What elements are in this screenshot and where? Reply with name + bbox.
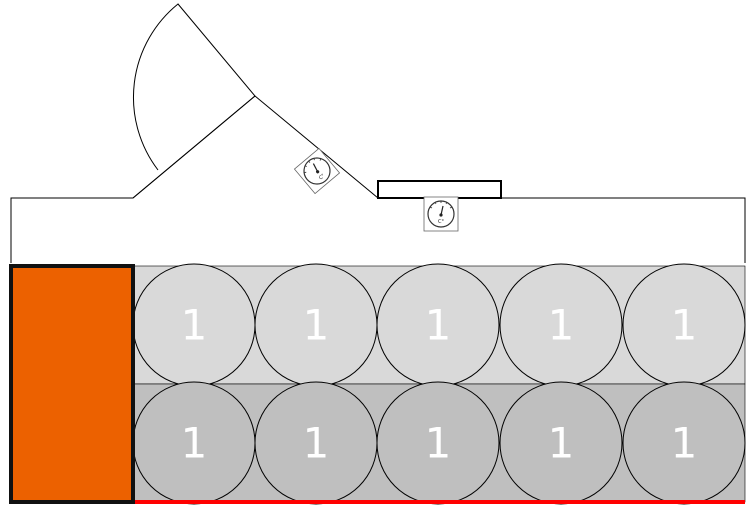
thermometer-gauge-icon: C° (423, 196, 459, 232)
bottom-row-circles (132, 381, 746, 505)
circle-label: 1 (671, 419, 698, 468)
circle-label: 1 (181, 419, 208, 468)
door-swing-arc (132, 3, 256, 199)
thermometer-gauge-icon: C° (293, 147, 341, 195)
orange-block (9, 264, 135, 504)
circle-label: 1 (548, 419, 575, 468)
circle-label: 1 (671, 301, 698, 350)
top-row-circles (132, 263, 746, 387)
circle-label: 1 (303, 301, 330, 350)
circle-label: 1 (425, 301, 452, 350)
wall-window (377, 180, 502, 199)
circle-label: 1 (181, 301, 208, 350)
circle-label: 1 (303, 419, 330, 468)
circle-label: 1 (548, 301, 575, 350)
circle-label: 1 (425, 419, 452, 468)
room-outline (10, 95, 746, 263)
svg-text:C°: C° (318, 173, 327, 182)
svg-text:C°: C° (438, 219, 444, 225)
